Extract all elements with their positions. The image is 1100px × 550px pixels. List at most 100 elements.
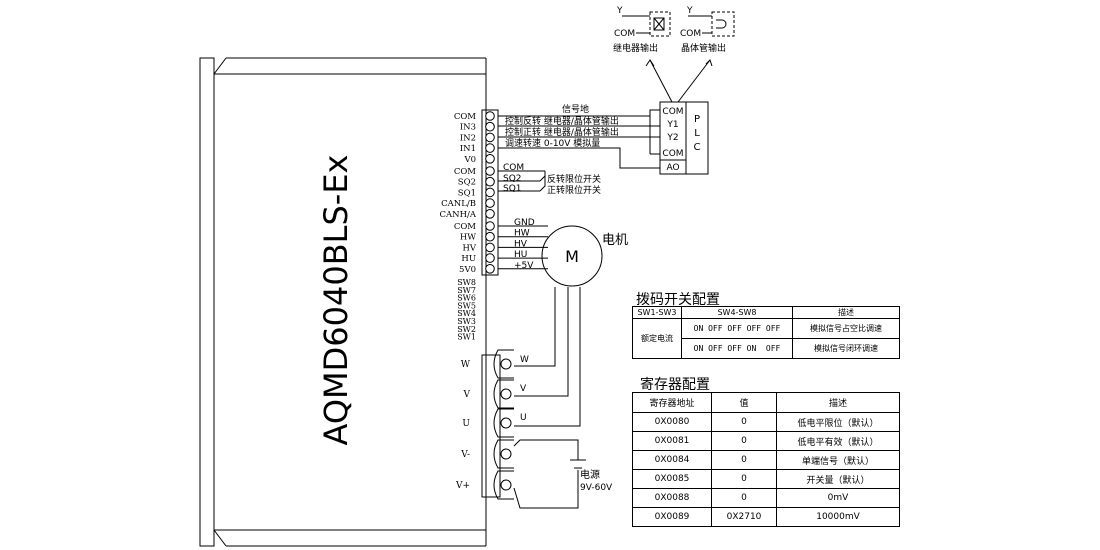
forward-control-label: 控制正转 继电器/晶体管输出 — [505, 126, 619, 138]
terminal-block — [481, 109, 501, 498]
table-row: 0X0081 0 低电平有效（默认） — [632, 431, 900, 451]
register-description: 10000mV — [776, 507, 900, 527]
register-header-address: 寄存器地址 — [632, 392, 712, 413]
table-row: 0X0085 0 开关量（默认） — [632, 469, 900, 489]
power-terminal-clamp — [493, 470, 514, 500]
power-terminal-screw — [500, 448, 512, 460]
relay-output-label: 继电器输出 — [613, 42, 658, 54]
plc-pin-label: COM — [662, 107, 683, 117]
plc-pin-label: Y1 — [666, 120, 678, 130]
power-terminal-label: V — [463, 390, 471, 400]
hall-terminal-label: HW — [460, 233, 476, 243]
register-address: 0X0088 — [632, 488, 712, 508]
dip-switch-label: SW1 — [457, 333, 476, 342]
dip-header-sw4-8: SW4-SW8 — [681, 306, 793, 319]
register-address: 0X0089 — [632, 507, 712, 527]
dip-row-2-switches: ON OFF OFF ON OFF — [681, 338, 793, 359]
control-terminal-screw — [485, 121, 495, 132]
table-row: 0X0089 0X2710 10000mV — [632, 507, 900, 527]
plc-letter: C — [694, 142, 701, 153]
phase-w-label: W — [520, 355, 529, 365]
power-terminal-screw — [500, 358, 512, 370]
table-row: 0X0088 0 0mV — [632, 488, 900, 508]
hall-wire-label: HV — [514, 239, 528, 249]
power-terminal-label: V- — [460, 450, 470, 460]
control-terminal-label: COM — [454, 112, 476, 122]
register-value: 0 — [711, 488, 777, 508]
power-label: 电源 — [580, 468, 600, 481]
speed-control-label: 调速转速 0-10V 模拟量 — [505, 137, 600, 149]
register-value: 0X2710 — [711, 507, 777, 527]
register-description: 低电平有效（默认） — [776, 431, 900, 451]
forward-limit-label: 正转限位开关 — [547, 184, 601, 196]
dip-switch-label: SW5 — [457, 301, 476, 310]
plc-output-arrows — [645, 59, 713, 103]
power-terminal-label: U — [462, 419, 470, 429]
register-value: 0 — [711, 469, 777, 489]
power-terminal-clamp — [493, 379, 514, 409]
signal-ground-label: 信号地 — [562, 103, 589, 115]
transistor-y-label: Y — [686, 6, 693, 16]
hall-wire-label: GND — [514, 218, 535, 228]
hall-terminal-screw — [485, 264, 495, 274]
dip-config-title: 拨码开关配置 — [636, 292, 720, 308]
power-range-label: 9V-60V — [580, 483, 613, 493]
dip-header-sw1-3: SW1-SW3 — [632, 306, 682, 319]
register-header-value: 值 — [711, 392, 777, 413]
hall-terminal-screw — [485, 231, 495, 242]
plc-pin-label: Y2 — [666, 133, 678, 143]
hall-terminal-label: COM — [454, 222, 476, 232]
dip-switch-label: SW6 — [457, 294, 476, 303]
register-value: 0 — [711, 412, 777, 432]
table-row: 0X0080 0 低电平限位（默认） — [632, 412, 900, 432]
limit-terminal-label: CANH/A — [440, 210, 477, 220]
plc-pin-label: AO — [666, 163, 679, 173]
control-terminal-screw — [485, 132, 495, 143]
dip-header-description: 描述 — [792, 306, 900, 319]
dip-switch-label: SW3 — [457, 317, 476, 326]
hall-wire-label: HW — [514, 229, 530, 239]
control-terminal-screw — [485, 111, 495, 121]
limit-wires — [498, 170, 546, 192]
register-value: 0 — [711, 450, 777, 470]
power-terminal-clamp — [493, 408, 514, 438]
register-address: 0X0081 — [632, 431, 712, 451]
signal-wires — [498, 109, 660, 169]
phase-v-label: V — [520, 384, 527, 394]
reverse-control-label: 控制反转 继电器/晶体管输出 — [505, 115, 619, 127]
motor-symbol — [541, 225, 603, 287]
register-description: 开关量（默认） — [776, 469, 900, 489]
plc-pin-label: COM — [662, 149, 683, 159]
power-terminal-label: W — [461, 360, 471, 370]
limit-terminal-label: CANL/B — [441, 199, 476, 209]
plc-box — [659, 101, 709, 175]
control-terminal-screw — [485, 154, 495, 164]
dip-row-1-description: 模拟信号占空比调速 — [792, 318, 900, 339]
hall-terminal-screw — [485, 242, 495, 253]
plc-letter: L — [694, 128, 700, 139]
hall-terminal-label: HV — [462, 243, 476, 253]
terminal-screws — [485, 111, 495, 274]
terminal-labels: COMIN3IN2IN1V0COMSQ2SQ1CANL/BCANH/ACOMHW… — [440, 112, 477, 342]
control-terminal-label: IN3 — [460, 123, 476, 133]
phase-u-label: U — [520, 413, 527, 423]
motor-m-label: M — [565, 247, 579, 266]
controller-body — [199, 57, 487, 547]
hall-terminal-label: 5V0 — [459, 265, 476, 275]
control-terminal-screw — [485, 143, 495, 153]
limit-terminal-screw — [485, 166, 495, 176]
limit-terminal-screw — [485, 176, 495, 187]
register-address: 0X0085 — [632, 469, 712, 489]
power-supply-wiring — [513, 439, 586, 509]
register-address: 0X0084 — [632, 450, 712, 470]
model-label: AQMD6040BLS-Ex — [317, 155, 355, 446]
limit-terminal-label: COM — [454, 167, 476, 177]
hall-terminal-screw — [485, 221, 495, 231]
power-terminal-clamp — [493, 439, 514, 469]
motor-phase-wires — [514, 287, 581, 427]
relay-y-label: Y — [616, 6, 623, 16]
dip-switch-label: SW4 — [457, 309, 476, 318]
limit-com-label: COM — [503, 163, 524, 173]
power-terminal-clamp — [493, 349, 514, 379]
